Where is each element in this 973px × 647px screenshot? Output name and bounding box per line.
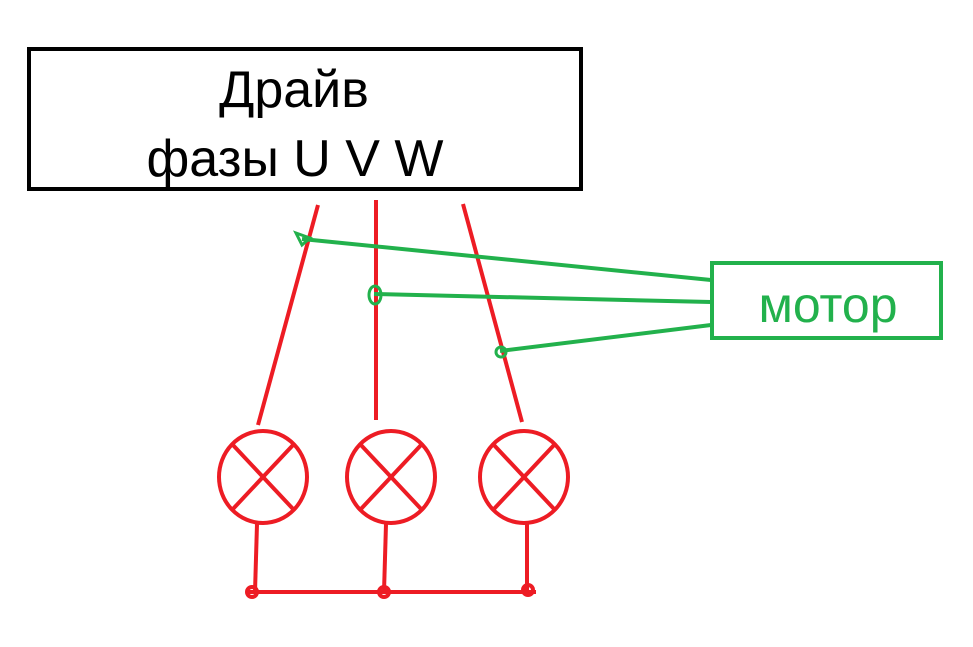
- motor-box: [710, 261, 943, 340]
- lamp-v-icon: [345, 429, 437, 525]
- motor-wire-w: [499, 323, 712, 353]
- driver-box: [27, 47, 583, 191]
- driver-phases-label: фазы U V W: [147, 130, 444, 188]
- motor-wires: [292, 230, 712, 359]
- lamp-u-icon: [217, 429, 309, 525]
- motor-label: мотор: [758, 277, 897, 333]
- motor-block: мотор: [710, 261, 943, 340]
- lamp-w-icon: [478, 429, 570, 525]
- lamps: [217, 429, 570, 525]
- driver-block: Драйв фазы U V W: [27, 47, 583, 191]
- motor-wire-v: [373, 292, 712, 304]
- driver-title: Драйв: [219, 61, 369, 119]
- motor-wire-u: [301, 237, 712, 282]
- phase-w-wire: [461, 203, 524, 423]
- star-connection: [245, 523, 536, 599]
